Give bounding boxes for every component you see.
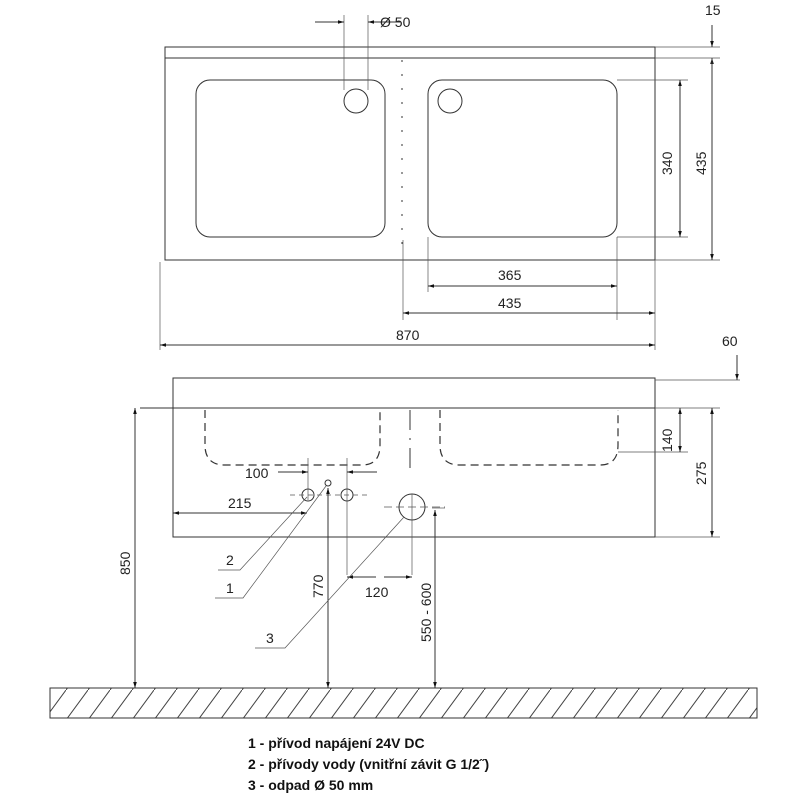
dim-left-offset: 215 <box>228 495 252 511</box>
dim-drain-height: 550 - 600 <box>418 583 434 642</box>
dim-basin-depth: 340 <box>659 151 675 175</box>
right-basin <box>427 79 618 238</box>
legend-item-3: 3 - odpad Ø 50 mm <box>248 777 373 793</box>
dim-basin-width: 365 <box>498 267 522 283</box>
dim-hole: Ø 50 <box>380 14 411 30</box>
callout-1: 1 <box>226 580 234 596</box>
right-drain-hole <box>437 88 463 114</box>
floor <box>49 687 758 719</box>
legend-item-2: 2 - přívody vody (vnitřní závit G 1/2˝) <box>248 756 489 772</box>
dim-bay-width: 435 <box>498 295 522 311</box>
dim-rim: 15 <box>705 2 721 18</box>
dim-body-height: 275 <box>693 461 709 485</box>
dim-basin-height: 140 <box>659 428 675 452</box>
dim-total-width: 870 <box>396 327 420 343</box>
dim-supply-height: 770 <box>310 574 326 598</box>
power-supply <box>324 479 332 487</box>
dim-depth: 435 <box>693 151 709 175</box>
left-drain-hole <box>343 88 369 114</box>
dim-top: 60 <box>722 333 738 349</box>
front-view: 60 140 275 100 215 120 850 770 550 - 600… <box>49 333 758 719</box>
top-view: Ø 50 15 340 435 365 435 870 <box>159 2 721 350</box>
dim-supply-offset: 100 <box>245 465 269 481</box>
left-basin <box>195 79 386 238</box>
legend-item-1: 1 - přívod napájení 24V DC <box>248 735 425 751</box>
dim-drain-spacing: 120 <box>365 584 389 600</box>
callout-3: 3 <box>266 630 274 646</box>
callout-2: 2 <box>226 552 234 568</box>
dim-height: 850 <box>117 551 133 575</box>
legend: 1 - přívod napájení 24V DC 2 - přívody v… <box>248 735 489 793</box>
